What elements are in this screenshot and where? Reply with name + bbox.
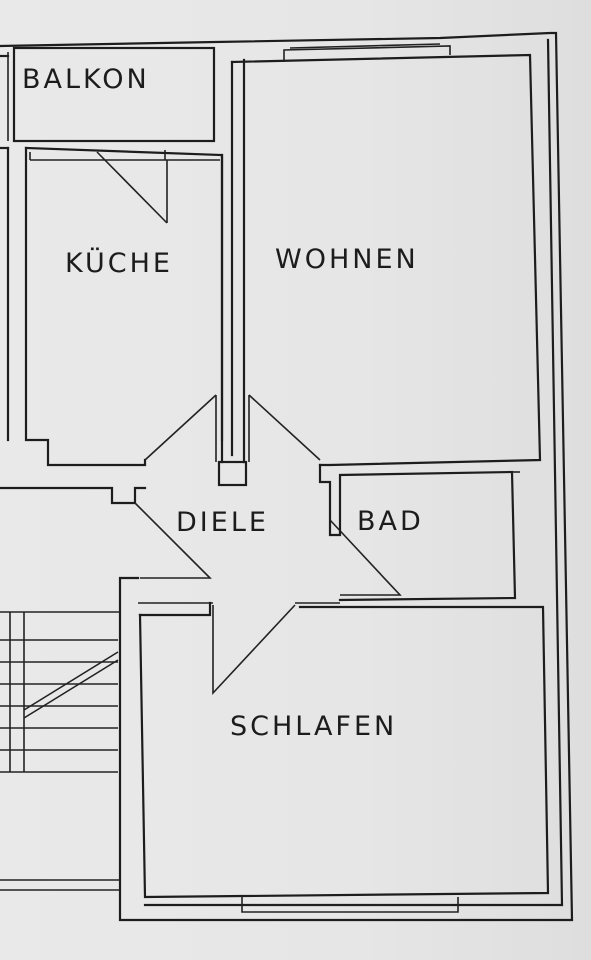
staircase — [0, 611, 120, 891]
kueche-door-leaf — [96, 151, 168, 224]
diele-door-schlafen — [212, 604, 296, 696]
schlafen-label: SCHLAFEN — [230, 711, 397, 742]
kueche-label: KÜCHE — [65, 247, 173, 279]
neighbour-walls — [0, 146, 147, 505]
schlafen-room: SCHLAFEN — [138, 601, 550, 913]
outer-walls — [0, 31, 574, 922]
wohnen-label: WOHNEN — [275, 244, 419, 275]
diele-door-right — [248, 394, 321, 461]
diele-label: DIELE — [176, 507, 269, 538]
diele-room: DIELE — [134, 58, 402, 696]
bad-room: BAD — [318, 463, 520, 602]
balkon-label: BALKON — [22, 64, 150, 95]
balkon-room: BALKON — [7, 46, 216, 143]
diele-door-entry — [134, 502, 212, 579]
diele-door-left — [144, 394, 217, 461]
diele-door-bad — [329, 519, 402, 596]
bad-label: BAD — [357, 506, 424, 537]
wohnen-room: WOHNEN — [230, 43, 542, 467]
stair-arrow — [23, 659, 119, 719]
